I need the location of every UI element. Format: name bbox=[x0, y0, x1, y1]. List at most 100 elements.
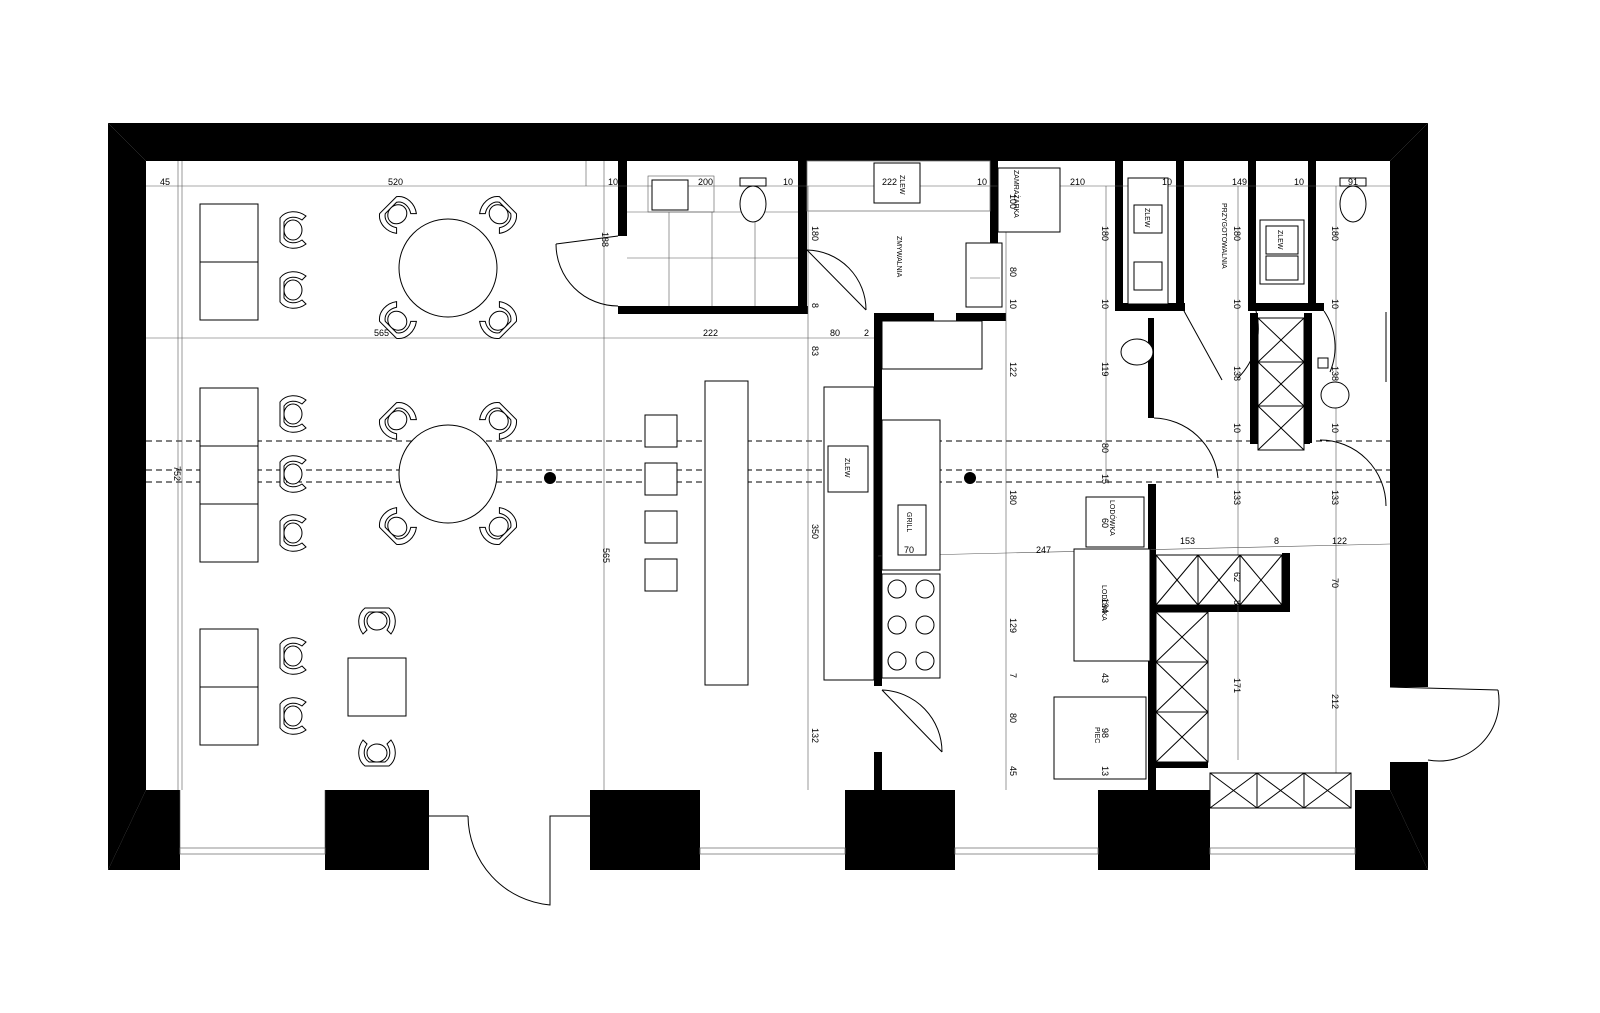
bar-stool bbox=[644, 510, 678, 544]
dim-label: 62 bbox=[1232, 572, 1242, 582]
dim-label: 10 bbox=[1294, 177, 1304, 187]
dim-label: 171 bbox=[1232, 678, 1242, 693]
freezer-label: ZAMRAŻARKA bbox=[1012, 170, 1021, 218]
dim-label: 10 bbox=[1330, 423, 1340, 433]
dim-label: 10 bbox=[1232, 423, 1242, 433]
dim-label: 180 bbox=[1008, 490, 1018, 505]
storage-rack-cell bbox=[1209, 772, 1258, 809]
washbasin bbox=[651, 179, 689, 211]
sink-label: ZLEW bbox=[1143, 208, 1150, 228]
toilet-tank bbox=[1339, 177, 1367, 187]
dim-label: 8 bbox=[810, 303, 820, 308]
chair bbox=[379, 301, 417, 339]
dim-label: 70 bbox=[904, 545, 914, 555]
grill bbox=[897, 504, 927, 556]
freezer bbox=[997, 167, 1061, 233]
dim-label: 119 bbox=[1100, 362, 1110, 376]
sink-label: ZLEW bbox=[843, 458, 850, 478]
dim-label: 520 bbox=[388, 177, 403, 187]
column-marker bbox=[544, 472, 556, 484]
bench-seat bbox=[199, 445, 259, 505]
chair bbox=[479, 301, 517, 339]
chair bbox=[279, 271, 307, 309]
dim-label: 83 bbox=[810, 346, 820, 356]
dim-label: 100 bbox=[1008, 194, 1018, 209]
chair bbox=[279, 211, 307, 249]
windows bbox=[179, 790, 1356, 855]
bench-seat bbox=[199, 387, 259, 447]
dashed-guides bbox=[146, 440, 1390, 483]
oven-label: PIEC bbox=[1093, 727, 1100, 743]
dim-label: 80 bbox=[1008, 267, 1018, 277]
dim-label: 134 bbox=[1100, 598, 1110, 613]
dim-label: 10 bbox=[1162, 177, 1172, 187]
dim-label: 10 bbox=[977, 177, 987, 187]
bench-seat bbox=[199, 261, 259, 321]
chair bbox=[279, 514, 307, 552]
dim-label: 222 bbox=[882, 177, 897, 187]
bar-counter bbox=[704, 380, 749, 686]
grill-label: GRILL bbox=[905, 512, 912, 532]
dim-label: 60 bbox=[1100, 518, 1110, 528]
fridge-label: LODÓWKA bbox=[1100, 585, 1109, 621]
chair bbox=[379, 402, 417, 440]
storage-rack-cell bbox=[1155, 611, 1209, 663]
dim-label: 200 bbox=[698, 177, 713, 187]
toilet-tank bbox=[739, 177, 767, 187]
dim-label: 149 bbox=[1232, 177, 1247, 187]
wc-1 bbox=[555, 175, 798, 307]
zmywalnia-cabinet bbox=[965, 242, 1003, 308]
dim-label: 80 bbox=[1008, 713, 1018, 723]
square-table bbox=[347, 657, 407, 717]
burner bbox=[887, 615, 907, 635]
chair bbox=[358, 739, 396, 767]
kitchen-sink bbox=[827, 445, 869, 493]
storage-rack-cell bbox=[1256, 772, 1305, 809]
room-label-zmywalnia: ZMYWALNIA bbox=[895, 236, 902, 278]
dim-label: 180 bbox=[1232, 226, 1242, 241]
sink-zmywalnia bbox=[873, 162, 921, 204]
dim-label: 138 bbox=[1232, 366, 1242, 381]
dim-label: 70 bbox=[1330, 578, 1340, 588]
dim-label: 132 bbox=[810, 728, 820, 743]
dim-label: 153 bbox=[1180, 536, 1195, 546]
bar-stool bbox=[644, 414, 678, 448]
bench-seat bbox=[199, 203, 259, 263]
dim-label: 2 bbox=[864, 328, 869, 338]
chair bbox=[379, 507, 417, 545]
bar-area bbox=[544, 380, 976, 686]
dim-label: 565 bbox=[374, 328, 389, 338]
outer-walls bbox=[108, 123, 1428, 870]
dim-label: 10 bbox=[1232, 299, 1242, 309]
storage-racks bbox=[1155, 317, 1352, 809]
kitchen-counter bbox=[823, 386, 875, 681]
dim-label: 212 bbox=[1330, 694, 1340, 709]
bar-stool bbox=[644, 462, 678, 496]
chair bbox=[479, 402, 517, 440]
dim-label: 133 bbox=[1232, 490, 1242, 505]
burner bbox=[887, 651, 907, 671]
storage-rack-cell bbox=[1197, 554, 1241, 606]
dim-label: 350 bbox=[810, 524, 820, 539]
dim-label: 10 bbox=[783, 177, 793, 187]
fridge-label: LODÓWKA bbox=[1108, 500, 1117, 536]
dim-label: 752 bbox=[172, 466, 182, 481]
dim-label: 129 bbox=[1008, 618, 1018, 633]
dimension-labels: 45 520 10 200 10 222 10 210 10 149 10 91… bbox=[160, 177, 1358, 776]
storage-rack-cell bbox=[1257, 361, 1305, 407]
burner bbox=[915, 579, 935, 599]
round-table bbox=[398, 424, 498, 524]
round-table bbox=[398, 218, 498, 318]
bench-seat bbox=[199, 686, 259, 746]
chair bbox=[279, 637, 307, 675]
washbasin bbox=[1320, 381, 1350, 409]
dim-label: 210 bbox=[1070, 177, 1085, 187]
prep-rooms: ZLEW PRZYGOTOWALNIA ZLEW bbox=[429, 177, 1500, 906]
burner bbox=[915, 615, 935, 635]
dim-label: 180 bbox=[1100, 226, 1110, 241]
chair bbox=[358, 607, 396, 635]
bench-seat bbox=[199, 628, 259, 688]
column-marker bbox=[964, 472, 976, 484]
kitchen: ZLEW GRILL bbox=[823, 320, 983, 753]
